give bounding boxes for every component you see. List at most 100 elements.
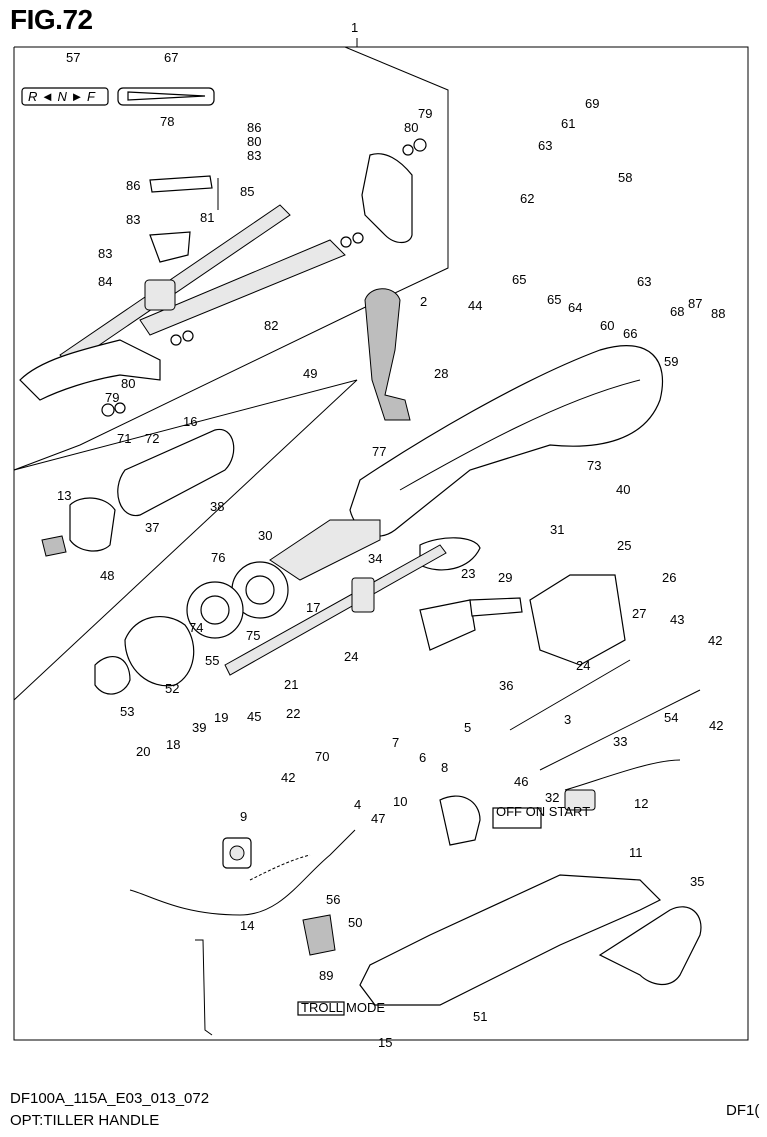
callout-66: 66 <box>623 326 637 341</box>
callout-88: 88 <box>711 306 725 321</box>
tie-wrap <box>195 939 213 1036</box>
callout-35: 35 <box>690 874 704 889</box>
callout-27: 27 <box>632 606 646 621</box>
callout-57: 57 <box>66 50 80 65</box>
switch-harness: OFF ON START <box>439 759 681 846</box>
throttle-collar <box>94 616 195 695</box>
friction-plates <box>186 561 289 639</box>
throttle-grip <box>41 428 235 557</box>
callout-48: 48 <box>100 568 114 583</box>
callout-30: 30 <box>258 528 272 543</box>
callout-65: 65 <box>512 272 526 287</box>
callout-33: 33 <box>613 734 627 749</box>
callout-28: 28 <box>434 366 448 381</box>
callout-65: 65 <box>547 292 561 307</box>
callout-80: 80 <box>247 134 261 149</box>
callout-60: 60 <box>600 318 614 333</box>
callout-44: 44 <box>468 298 482 313</box>
callout-63: 63 <box>637 274 651 289</box>
callout-83: 83 <box>126 212 140 227</box>
lanyard-cord <box>129 829 356 916</box>
callout-86: 86 <box>247 120 261 135</box>
callout-67: 67 <box>164 50 178 65</box>
callout-53: 53 <box>120 704 134 719</box>
callout-81: 81 <box>200 210 214 225</box>
callout-20: 20 <box>136 744 150 759</box>
steering-bracket <box>598 906 702 985</box>
callout-84: 84 <box>98 274 112 289</box>
callout-31: 31 <box>550 522 564 537</box>
callout-10: 10 <box>393 794 407 809</box>
callout-47: 47 <box>371 811 385 826</box>
callout-79: 79 <box>418 106 432 121</box>
callout-77: 77 <box>372 444 386 459</box>
callout-80: 80 <box>404 120 418 135</box>
callout-25: 25 <box>617 538 631 553</box>
callout-4: 4 <box>354 797 361 812</box>
callout-15: 15 <box>378 1035 392 1050</box>
callout-39: 39 <box>192 720 206 735</box>
callout-73: 73 <box>587 458 601 473</box>
callout-32: 32 <box>545 790 559 805</box>
callout-42: 42 <box>281 770 295 785</box>
callout-40: 40 <box>616 482 630 497</box>
callout-63: 63 <box>538 138 552 153</box>
callout-69: 69 <box>585 96 599 111</box>
callout-86: 86 <box>126 178 140 193</box>
callout-18: 18 <box>166 737 180 752</box>
callout-37: 37 <box>145 520 159 535</box>
footer-right: DF1( <box>726 1102 760 1119</box>
callout-9: 9 <box>240 809 247 824</box>
callout-64: 64 <box>568 300 582 315</box>
callout-79: 79 <box>105 390 119 405</box>
shift-decal-text: R ◄ N ► F <box>28 89 96 104</box>
callout-43: 43 <box>670 612 684 627</box>
throttle-linkage <box>419 574 701 771</box>
bottom-cover <box>359 874 662 1006</box>
callout-2: 2 <box>420 294 427 309</box>
stop-decal <box>222 837 252 869</box>
callout-49: 49 <box>303 366 317 381</box>
callout-21: 21 <box>284 677 298 692</box>
callout-42: 42 <box>709 718 723 733</box>
callout-46: 46 <box>514 774 528 789</box>
callout-8: 8 <box>441 760 448 775</box>
footer-code: DF100A_115A_E03_013_072 <box>10 1090 210 1107</box>
callout-12: 12 <box>634 796 648 811</box>
troll-mode-text: TROLL MODE <box>301 1000 385 1015</box>
switch-plate-text: OFF ON START <box>496 804 590 819</box>
callout-assembly: 1 <box>351 20 358 35</box>
callout-50: 50 <box>348 915 362 930</box>
callout-61: 61 <box>561 116 575 131</box>
tiller-arm <box>269 345 664 581</box>
callout-75: 75 <box>246 628 260 643</box>
callout-74: 74 <box>189 620 203 635</box>
callout-72: 72 <box>145 431 159 446</box>
callout-54: 54 <box>664 710 678 725</box>
callout-34: 34 <box>368 551 382 566</box>
callout-71: 71 <box>117 431 131 446</box>
callout-26: 26 <box>662 570 676 585</box>
callout-17: 17 <box>306 600 320 615</box>
callout-82: 82 <box>264 318 278 333</box>
callout-70: 70 <box>315 749 329 764</box>
direction-decal <box>117 87 215 106</box>
callout-45: 45 <box>247 709 261 724</box>
link-assembly-inset <box>13 46 449 701</box>
shift-handle <box>364 288 411 421</box>
callout-80: 80 <box>121 376 135 391</box>
callout-62: 62 <box>520 191 534 206</box>
callout-22: 22 <box>286 706 300 721</box>
callout-85: 85 <box>240 184 254 199</box>
troll-mode-decal: TROLL MODE <box>297 1000 385 1016</box>
callout-5: 5 <box>464 720 471 735</box>
callout-58: 58 <box>618 170 632 185</box>
callout-89: 89 <box>319 968 333 983</box>
callout-42: 42 <box>708 633 722 648</box>
callout-76: 76 <box>211 550 225 565</box>
link-rod-assembly <box>19 138 427 417</box>
callout-52: 52 <box>165 681 179 696</box>
callout-13: 13 <box>57 488 71 503</box>
